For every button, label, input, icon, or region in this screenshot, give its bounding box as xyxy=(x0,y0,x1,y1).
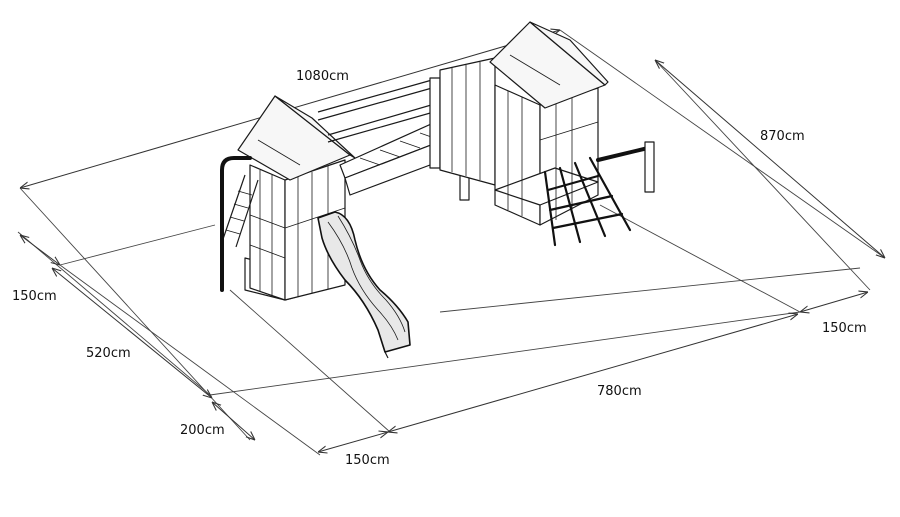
dim-label-front-margin-bottom: 150cm xyxy=(345,453,390,468)
dimension-front-margin-left: 200cm xyxy=(180,402,255,440)
side-pole xyxy=(220,156,252,292)
dimension-left-depth: 520cm xyxy=(52,268,212,398)
climbing-net xyxy=(543,156,632,247)
dimension-right-depth: 870cm xyxy=(655,60,885,258)
dimension-front-length: 780cm xyxy=(388,314,798,432)
dimension-front-margin-bottom: 150cm xyxy=(318,432,390,468)
dim-label-front-length: 780cm xyxy=(597,384,642,399)
dim-label-top-length: 1080cm xyxy=(296,69,349,84)
left-tower xyxy=(237,95,356,301)
left-ladder xyxy=(221,174,259,248)
monkey-bar xyxy=(596,141,655,193)
dimension-left-margin: 150cm xyxy=(12,235,60,304)
dim-label-left-depth: 520cm xyxy=(86,346,131,361)
dim-label-front-margin-left: 200cm xyxy=(180,423,225,438)
right-tower xyxy=(439,21,609,226)
dim-label-right-margin: 150cm xyxy=(822,321,867,336)
slide xyxy=(317,211,411,359)
dim-label-left-margin: 150cm xyxy=(12,289,57,304)
dimension-right-margin: 150cm xyxy=(800,292,868,336)
dim-label-right-depth: 870cm xyxy=(760,129,805,144)
